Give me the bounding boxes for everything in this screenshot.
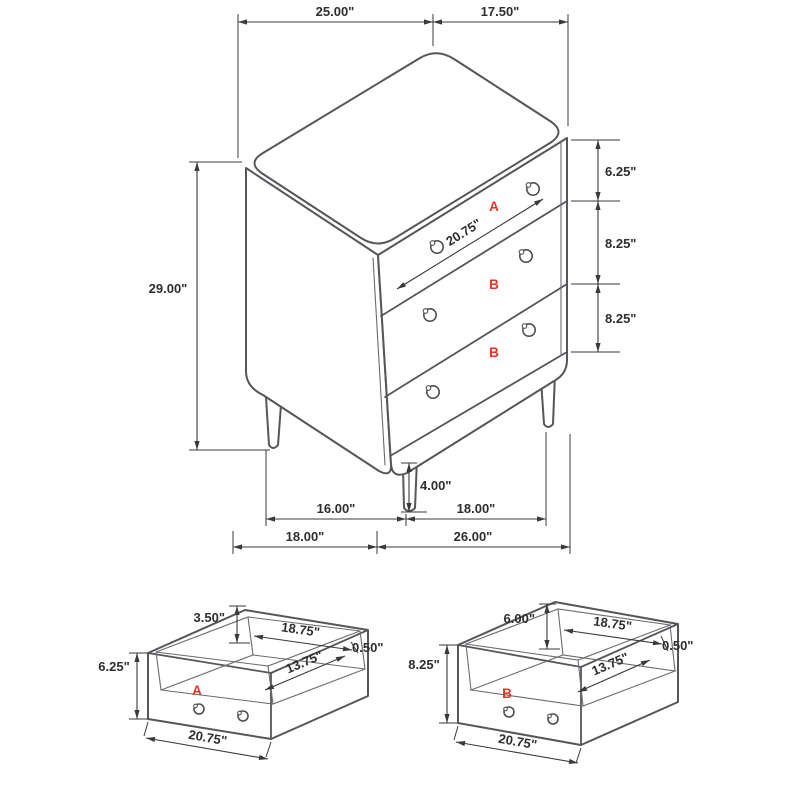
knob-drawer-a-right xyxy=(525,182,540,196)
dresser-drawing: A B B xyxy=(245,52,568,512)
knob-drawer-b1-left xyxy=(422,308,437,322)
knob-drawer-b2-right xyxy=(521,323,536,337)
knob-drawer-a-left xyxy=(429,240,444,254)
dim-base-bottom-right: 26.00" xyxy=(454,529,493,544)
drawer-divider-3 xyxy=(389,351,568,457)
knob-peg xyxy=(518,249,525,255)
drawer-b-letter: B xyxy=(502,686,512,701)
dim-b-inner-width: 18.75" xyxy=(592,613,632,633)
dim-a-back-height: 3.50" xyxy=(194,610,225,625)
knob-drawer-b1-right xyxy=(518,249,533,263)
drawer-b-inner-corner xyxy=(465,643,472,691)
dim-side-mid: 8.25" xyxy=(605,236,636,251)
drawer-a-front-rim xyxy=(147,652,272,674)
leader-line xyxy=(660,635,669,652)
knob-peg xyxy=(521,323,528,329)
knob-peg xyxy=(193,703,198,709)
knob-peg xyxy=(422,308,429,314)
dim-top-width-right: 17.50" xyxy=(481,4,520,19)
drawer-a-drawing: A xyxy=(147,609,369,740)
dim-side-top: 6.25" xyxy=(605,164,636,179)
knob-detail-a-right xyxy=(237,710,249,722)
knob-detail-a-left xyxy=(193,703,205,715)
knob-peg xyxy=(525,182,532,188)
drawer-b-drawing: B xyxy=(457,601,679,746)
drawer-label-a: A xyxy=(489,199,499,214)
drawer-a-inner-corner xyxy=(155,651,162,691)
dresser-leg-left xyxy=(265,396,282,449)
dim-a-wall-thickness: 0.50" xyxy=(352,640,383,655)
knob-peg xyxy=(429,240,436,246)
knob-drawer-b2-left xyxy=(425,385,440,399)
drawer-label-b1: B xyxy=(489,277,499,292)
knob-detail-b-left xyxy=(503,706,515,718)
dim-base-front-right: 18.00" xyxy=(457,501,496,516)
extension-line xyxy=(265,741,272,758)
leader-line xyxy=(350,641,359,654)
dim-line-a-inner-depth xyxy=(264,655,346,691)
drawer-b-front-rim xyxy=(457,644,582,668)
dim-a-front-height: 6.25" xyxy=(98,659,129,674)
corner-post-left-edge xyxy=(372,257,386,466)
dim-b-front-width: 20.75" xyxy=(497,731,538,752)
dim-line-drawer-front-width xyxy=(396,198,544,290)
drawer-divider-2 xyxy=(384,283,568,398)
dim-line-b-inner-width xyxy=(563,628,663,646)
dim-line-a-front-width xyxy=(145,736,269,761)
drawer-b-inner-corner xyxy=(669,624,676,672)
dim-b-wall-thickness: 0.50" xyxy=(662,638,693,653)
drawer-b-inner-corner xyxy=(557,608,564,656)
dresser-top-face xyxy=(253,52,560,245)
extension-line xyxy=(575,747,582,764)
dim-side-bottom: 8.25" xyxy=(605,311,636,326)
dim-top-width-left: 25.00" xyxy=(316,4,355,19)
dim-b-front-height: 8.25" xyxy=(408,657,439,672)
knob-peg xyxy=(425,385,432,391)
dim-line-b-inner-depth xyxy=(577,659,651,693)
dresser-dimensions: 25.00" 17.50" 29.00" 6.25" 8.25" 8.25" 2… xyxy=(149,4,636,554)
dim-base-bottom-left: 18.00" xyxy=(286,529,325,544)
drawer-a-inner-corner xyxy=(247,616,254,656)
extension-line xyxy=(453,725,459,741)
dim-a-inner-width: 18.75" xyxy=(280,619,320,639)
dim-line-a-inner-width xyxy=(253,634,353,652)
drawer-a-inner-corner xyxy=(359,630,366,670)
drawer-b-body xyxy=(457,601,679,746)
dim-line-b-front-width xyxy=(455,740,579,765)
dim-a-front-width: 20.75" xyxy=(187,727,228,748)
knob-peg xyxy=(547,713,552,719)
knob-peg xyxy=(237,710,242,716)
drawer-a-letter: A xyxy=(192,683,202,698)
drawer-a-body xyxy=(147,609,369,740)
dim-base-front-left: 16.00" xyxy=(317,501,356,516)
drawer-label-b2: B xyxy=(489,345,499,360)
dim-b-back-height: 6.00" xyxy=(504,611,535,626)
knob-peg xyxy=(503,706,508,712)
knob-detail-b-right xyxy=(547,713,559,725)
extension-line xyxy=(143,721,149,737)
dim-leg-height: 4.00" xyxy=(420,478,451,493)
dim-overall-height: 29.00" xyxy=(149,281,188,296)
